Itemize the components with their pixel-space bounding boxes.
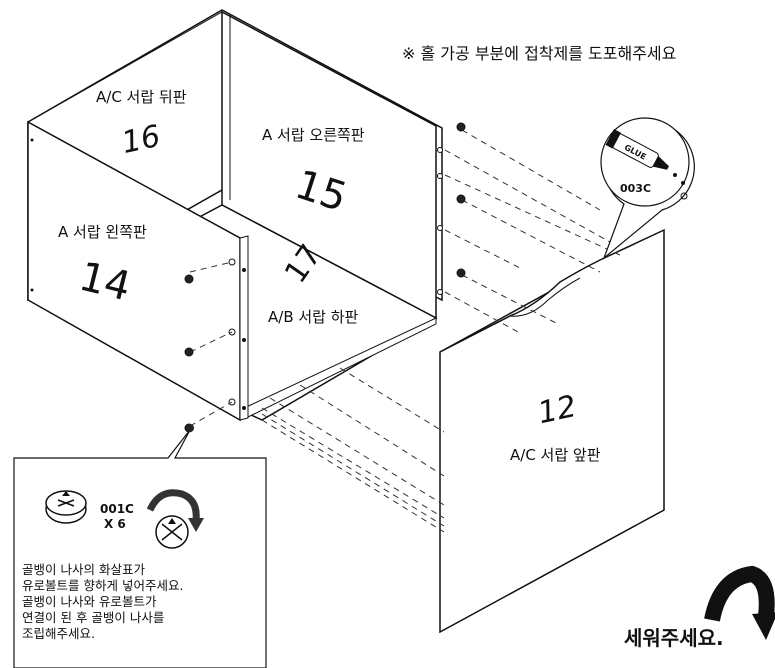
hardware-callout: 001C X 6 <box>13 424 267 668</box>
instruction-line: 골뱅이 나사의 화살표가 <box>22 562 145 577</box>
front-panel-name: A/C 서랍 앞판 <box>510 446 601 464</box>
instruction-line: 조립해주세요. <box>22 626 95 641</box>
instruction-line: 연결이 된 후 골뱅이 나사를 <box>22 610 165 625</box>
bottom-panel-name: A/B 서랍 하판 <box>268 308 359 326</box>
cam-lock-icon <box>45 490 87 524</box>
instruction-line: 골뱅이 나사와 유로볼트가 <box>22 594 157 609</box>
instruction-text: 골뱅이 나사의 화살표가 유로볼트를 향하게 넣어주세요. 골뱅이 나사와 유로… <box>22 562 258 642</box>
glue-notice: ※ 홀 가공 부분에 접착제를 도포해주세요 <box>402 44 677 63</box>
alignment-lines <box>189 129 621 533</box>
instruction-line: 유로볼트를 향하게 넣어주세요. <box>22 578 184 593</box>
rotate-arrow-icon <box>146 489 204 532</box>
hardware-code: 001C <box>100 502 134 516</box>
glue-code: 003C <box>620 182 651 195</box>
cam-bolts-right <box>437 122 466 295</box>
back-panel-number: 16 <box>119 119 164 161</box>
cam-lock-top-icon <box>155 515 189 549</box>
front-panel <box>439 228 665 634</box>
back-panel-name: A/C 서랍 뒤판 <box>96 88 187 106</box>
front-panel-number: 12 <box>535 389 580 431</box>
hardware-qty: X 6 <box>104 517 126 531</box>
glue-callout: GLUE 003C <box>600 117 695 260</box>
stand-up-arrow-icon <box>704 565 775 640</box>
right-panel-name: A 서랍 오른쪽판 <box>262 126 365 144</box>
left-panel <box>27 120 249 422</box>
left-panel-name: A 서랍 왼쪽판 <box>58 223 147 241</box>
stand-up-label: 세워주세요. <box>624 626 724 650</box>
